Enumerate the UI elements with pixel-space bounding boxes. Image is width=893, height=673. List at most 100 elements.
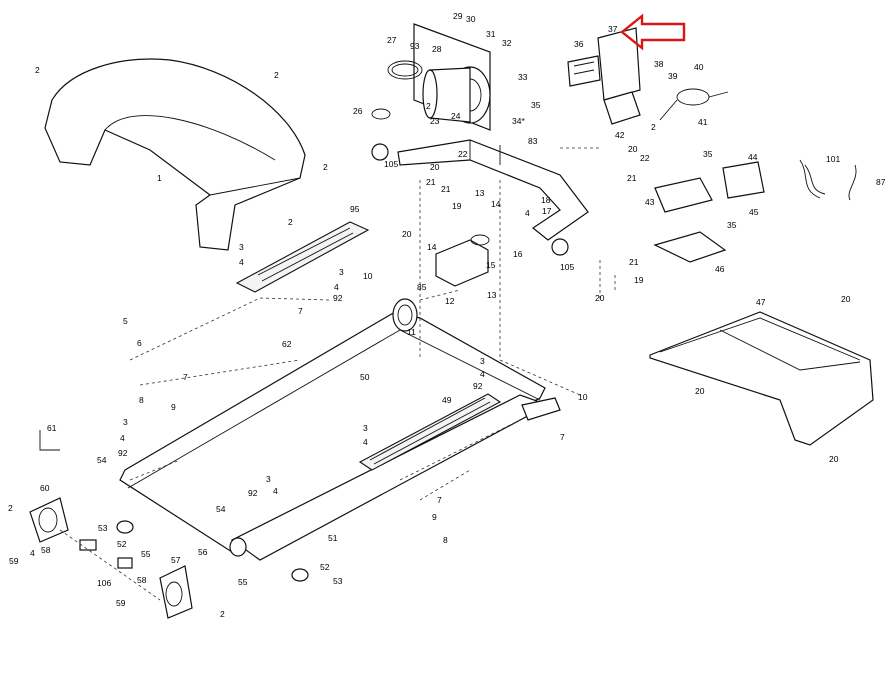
part-callout-106: 106 (97, 578, 111, 588)
part-callout-53: 53 (98, 523, 108, 533)
part-callout-55: 55 (141, 549, 151, 559)
motor-belt-part-93 (387, 60, 423, 80)
part-callout-105: 105 (560, 262, 574, 272)
circuit-board-part-44 (722, 161, 765, 199)
wire-harness-part-101 (799, 159, 826, 199)
part-callout-12: 12 (445, 296, 455, 306)
part-callout-5: 5 (123, 316, 128, 326)
part-callout-93: 93 (410, 41, 420, 51)
part-callout-21: 21 (627, 173, 637, 183)
part-callout-43: 43 (645, 197, 655, 207)
part-callout-4: 4 (30, 548, 35, 558)
part-callout-4: 4 (525, 208, 530, 218)
part-callout-24: 24 (451, 111, 461, 121)
incline-frame-part-83 (397, 139, 589, 241)
highlight-arrow-icon (620, 13, 686, 51)
part-callout-8: 8 (139, 395, 144, 405)
part-callout-3: 3 (363, 423, 368, 433)
part-callout-3: 3 (266, 474, 271, 484)
part-callout-30: 30 (466, 14, 476, 24)
part-callout-87: 87 (876, 177, 886, 187)
part-callout-35: 35 (727, 220, 737, 230)
part-callout-52: 52 (117, 539, 127, 549)
part-callout-22: 22 (458, 149, 468, 159)
part-callout-55: 55 (238, 577, 248, 587)
part-callout-4: 4 (239, 257, 244, 267)
part-callout-21: 21 (441, 184, 451, 194)
part-callout-3: 3 (123, 417, 128, 427)
part-callout-61: 61 (47, 423, 57, 433)
treadmill-deck-frame (119, 311, 561, 561)
part-callout-9: 9 (171, 402, 176, 412)
electronics-cover-plate-part-37 (597, 27, 641, 101)
step-plate-part-95 (235, 221, 370, 293)
part-callout-105: 105 (384, 159, 398, 169)
part-callout-20: 20 (402, 229, 412, 239)
part-callout-2: 2 (288, 217, 293, 227)
part-callout-35: 35 (531, 100, 541, 110)
part-callout-2: 2 (35, 65, 40, 75)
part-callout-26: 26 (353, 106, 363, 116)
part-callout-21: 21 (426, 177, 436, 187)
part-callout-37: 37 (608, 24, 618, 34)
part-callout-3: 3 (480, 356, 485, 366)
front-roller-pulley-part-11 (392, 298, 418, 332)
part-callout-10: 10 (363, 271, 373, 281)
hex-key-part-61 (39, 430, 60, 451)
part-callout-35: 35 (703, 149, 713, 159)
part-callout-58: 58 (137, 575, 147, 585)
part-callout-9: 9 (432, 512, 437, 522)
part-callout-47: 47 (756, 297, 766, 307)
rear-foot-part-57 (159, 565, 193, 619)
part-callout-95: 95 (350, 204, 360, 214)
part-callout-2: 2 (274, 70, 279, 80)
rear-foot-part-60 (29, 497, 69, 543)
assembly-guide-lines (59, 147, 616, 601)
part-callout-8: 8 (443, 535, 448, 545)
idler-wheel-part-105 (371, 143, 569, 256)
electronics-bracket-part-42 (603, 91, 641, 125)
part-callout-4: 4 (273, 486, 278, 496)
part-callout-44: 44 (748, 152, 758, 162)
part-callout-6: 6 (137, 338, 142, 348)
part-callout-50: 50 (360, 372, 370, 382)
part-callout-20: 20 (628, 144, 638, 154)
part-callout-21: 21 (629, 257, 639, 267)
part-callout-52: 52 (320, 562, 330, 572)
part-callout-40: 40 (694, 62, 704, 72)
part-callout-56: 56 (198, 547, 208, 557)
part-callout-85: 85 (417, 282, 427, 292)
part-callout-2: 2 (220, 609, 225, 619)
part-callout-58: 58 (41, 545, 51, 555)
part-callout-14: 14 (427, 242, 437, 252)
base-frame-part-47 (649, 311, 874, 446)
part-callout-4: 4 (334, 282, 339, 292)
part-callout-17: 17 (542, 206, 552, 216)
part-callout-3: 3 (339, 267, 344, 277)
part-callout-46: 46 (715, 264, 725, 274)
part-callout-4: 4 (363, 437, 368, 447)
part-callout-92: 92 (473, 381, 483, 391)
part-callout-3: 3 (239, 242, 244, 252)
lower-controller-part-43 (654, 177, 713, 213)
part-callout-20: 20 (695, 386, 705, 396)
part-callout-13: 13 (487, 290, 497, 300)
part-callout-62: 62 (282, 339, 292, 349)
part-callout-60: 60 (40, 483, 50, 493)
part-callout-20: 20 (841, 294, 851, 304)
part-callout-33: 33 (518, 72, 528, 82)
part-callout-36: 36 (574, 39, 584, 49)
part-callout-10: 10 (578, 392, 588, 402)
part-callout-7: 7 (183, 372, 188, 382)
part-callout-23: 23 (430, 116, 440, 126)
part-callout-2: 2 (426, 101, 431, 111)
part-callout-45: 45 (749, 207, 759, 217)
part-callout-19: 19 (452, 201, 462, 211)
part-callout-92: 92 (118, 448, 128, 458)
part-callout-59: 59 (116, 598, 126, 608)
part-callout-41: 41 (698, 117, 708, 127)
part-callout-7: 7 (437, 495, 442, 505)
part-callout-101: 101 (826, 154, 840, 164)
cover-part-106 (79, 539, 133, 569)
